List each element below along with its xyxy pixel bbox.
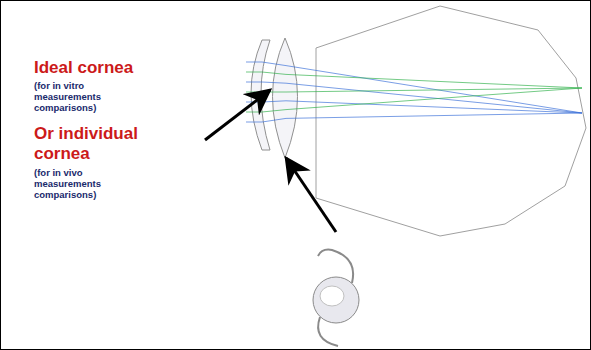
- leader-arrow: [205, 90, 270, 140]
- iol-implant: [313, 250, 359, 346]
- light-ray: [246, 88, 582, 112]
- heading-label: Ideal cornea: [34, 58, 204, 78]
- light-ray: [246, 72, 582, 88]
- eye-globe: [316, 6, 586, 236]
- note-label: (for in vivo measurements comparisons): [34, 167, 126, 200]
- note-label: (for in vitro measurements comparisons): [34, 80, 126, 113]
- heading-label: Or individual cornea: [34, 124, 174, 164]
- light-ray: [246, 82, 582, 113]
- leader-arrow: [286, 158, 336, 232]
- intraocular-lens: [273, 38, 298, 158]
- light-rays: [246, 62, 582, 122]
- light-ray: [246, 62, 582, 113]
- light-ray: [246, 101, 582, 113]
- light-ray: [246, 113, 582, 122]
- cornea: [251, 40, 270, 150]
